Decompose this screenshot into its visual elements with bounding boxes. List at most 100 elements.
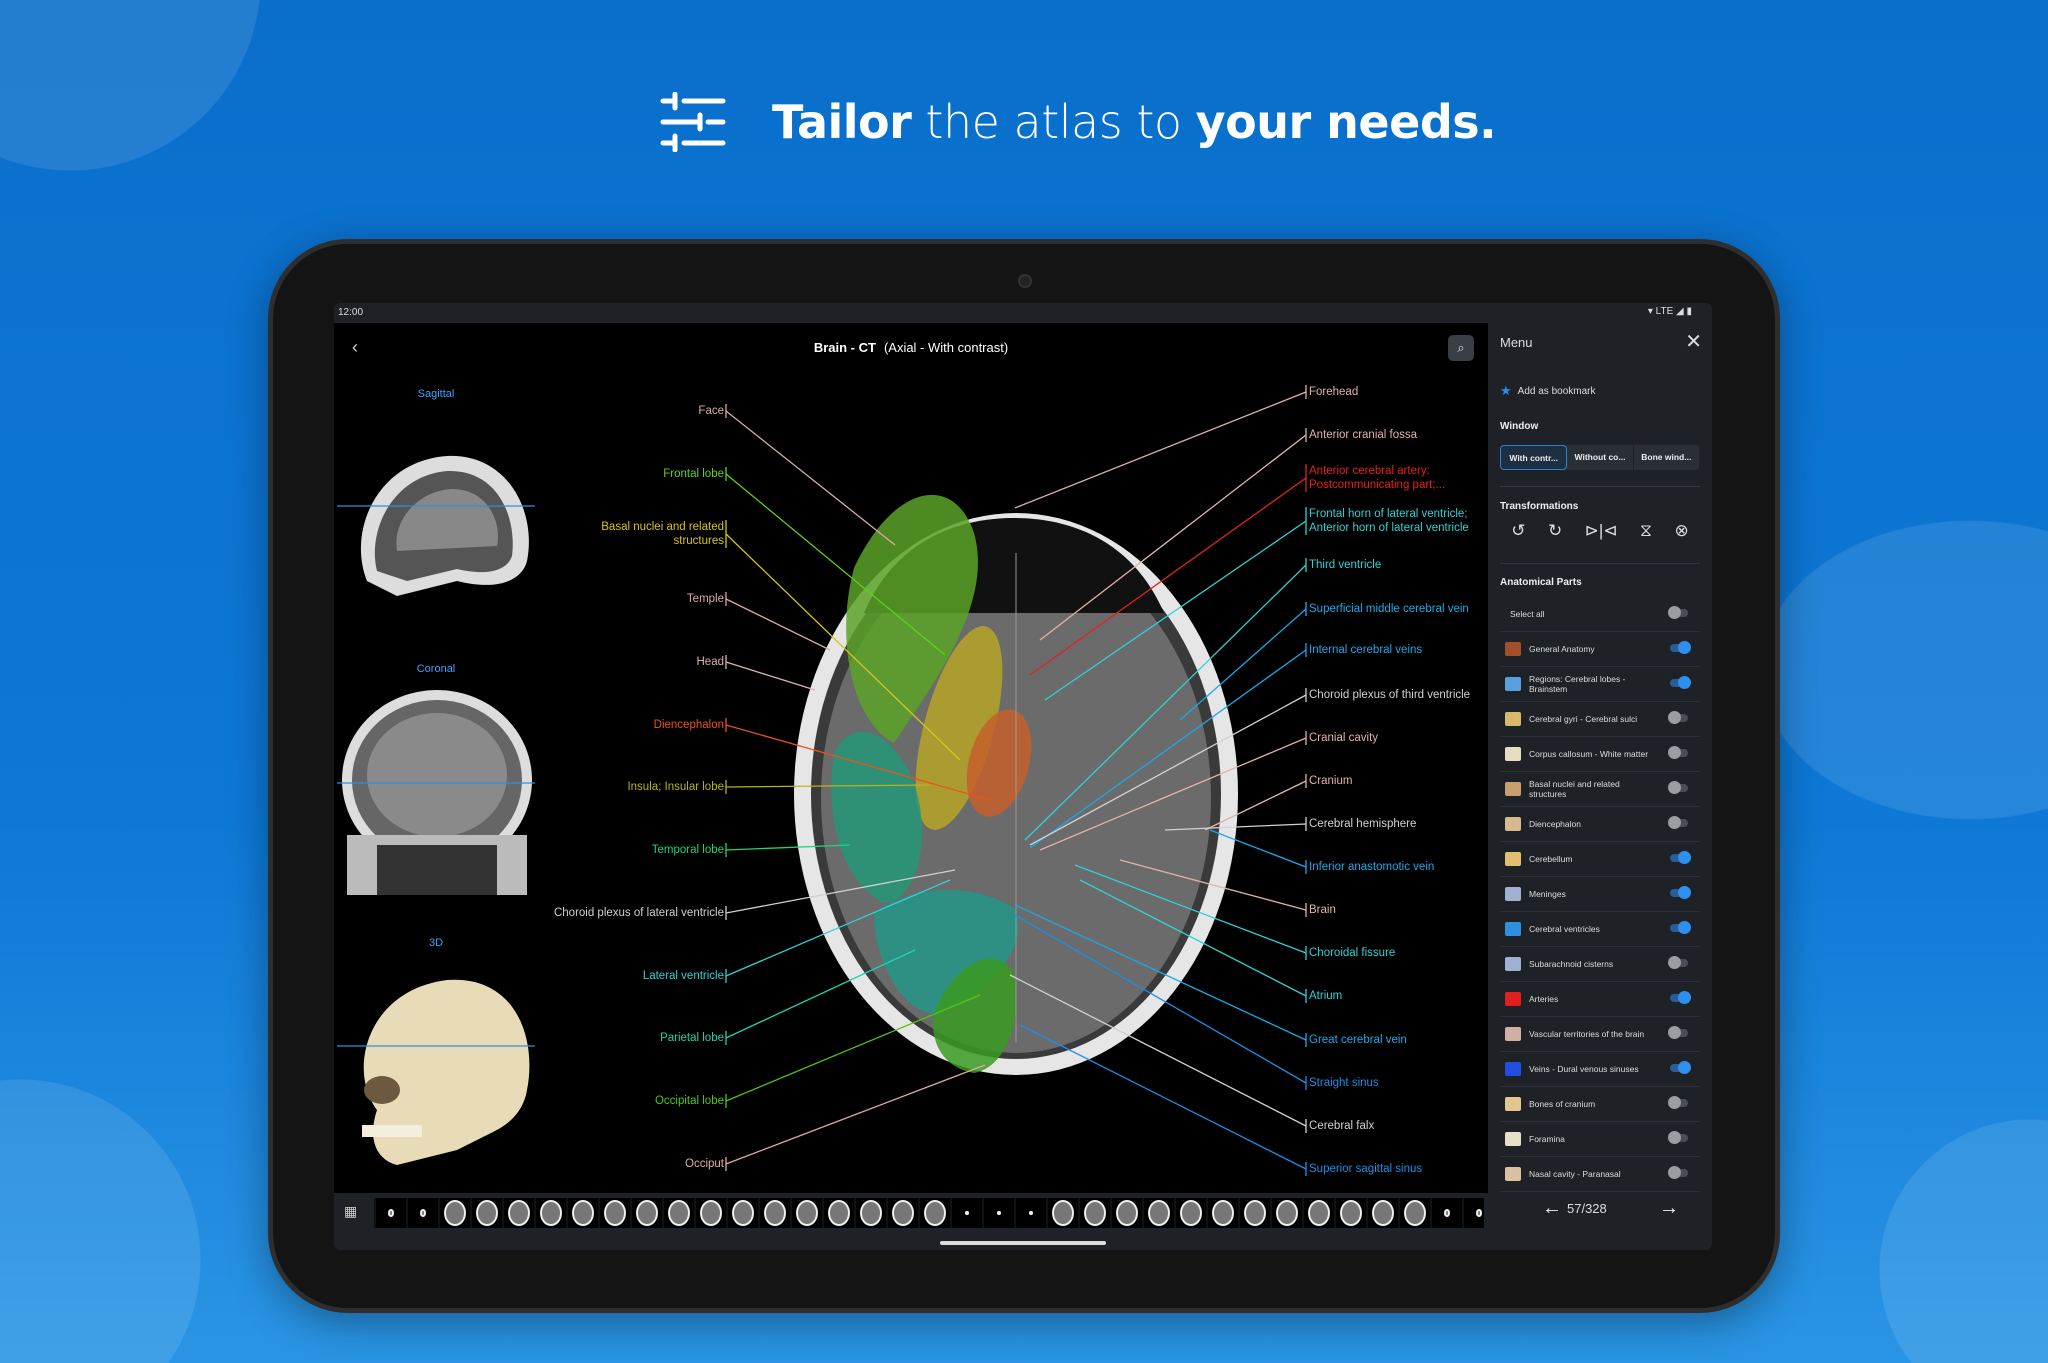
slice-thumbnail[interactable] [632,1198,662,1228]
part-toggle[interactable] [1668,746,1688,759]
slice-thumbnail[interactable] [664,1198,694,1228]
part-toggle[interactable] [1670,991,1691,1004]
anatomical-part-row[interactable]: Regions: Cerebral lobes - Brainstem [1500,667,1700,702]
anatomical-part-row[interactable]: Meninges [1500,877,1700,912]
annotation-label[interactable]: Face [698,405,724,417]
annotation-label[interactable]: Atrium [1309,990,1343,1002]
home-indicator[interactable] [940,1241,1106,1245]
part-toggle[interactable] [1670,1061,1691,1074]
anatomical-part-row[interactable]: Vascular territories of the brain [1500,1017,1700,1052]
part-toggle[interactable] [1670,851,1691,864]
annotation-label[interactable]: Insula; Insular lobe [627,781,724,793]
annotation-label[interactable]: Inferior anastomotic vein [1309,861,1435,873]
flip-horizontal-icon[interactable]: ⊳|⊲ [1584,521,1618,540]
anatomical-part-row[interactable]: Cerebral ventricles [1500,912,1700,947]
reset-icon[interactable]: ⊗ [1674,521,1689,540]
slice-thumbnail[interactable] [760,1198,790,1228]
3d-skull-preview[interactable] [337,960,535,1172]
slice-thumbnail[interactable] [600,1198,630,1228]
annotation-label[interactable]: Frontal horn of lateral ventricle; Anter… [1309,508,1469,534]
slice-thumbnail[interactable] [792,1198,822,1228]
annotation-label[interactable]: Cerebral hemisphere [1309,818,1417,830]
annotation-label[interactable]: Diencephalon [653,719,724,731]
anatomical-part-row[interactable]: Arteries [1500,982,1700,1017]
slice-thumbnail[interactable] [952,1198,982,1228]
rotate-left-icon[interactable]: ↺ [1511,521,1526,540]
annotation-label[interactable]: Parietal lobe [660,1032,724,1044]
annotation-label[interactable]: Temporal lobe [651,844,724,856]
annotation-label[interactable]: Cranial cavity [1309,732,1379,744]
slice-thumbnail[interactable] [1080,1198,1110,1228]
part-toggle[interactable] [1670,676,1691,689]
flip-vertical-icon[interactable]: ⧖ [1640,521,1652,540]
anatomical-part-row[interactable]: Diencephalon [1500,807,1700,842]
slice-thumbnail[interactable] [696,1198,726,1228]
previous-slice-button[interactable]: ← [1542,1197,1562,1219]
slice-thumbnail[interactable] [1144,1198,1174,1228]
slice-thumbnail[interactable] [1272,1198,1302,1228]
annotation-label[interactable]: Cranium [1309,775,1353,787]
anatomical-part-row[interactable]: Nasal cavity - Paranasal [1500,1157,1700,1192]
annotation-label[interactable]: Superior sagittal sinus [1309,1163,1423,1175]
search-button[interactable]: ⌕ [1448,335,1474,361]
anatomical-part-row[interactable]: Cerebellum [1500,842,1700,877]
annotation-label[interactable]: Temple [686,593,724,605]
anatomical-part-row[interactable]: General Anatomy [1500,632,1700,667]
annotation-label[interactable]: Occiput [685,1158,724,1170]
next-slice-button[interactable]: → [1659,1197,1679,1219]
part-toggle[interactable] [1670,641,1691,654]
coronal-preview[interactable] [337,685,535,895]
slice-thumbnail[interactable] [440,1198,470,1228]
slice-thumbnail[interactable] [1208,1198,1238,1228]
part-toggle[interactable] [1668,1096,1688,1109]
annotation-label[interactable]: Superficial middle cerebral vein [1309,603,1469,615]
slice-thumbnail[interactable] [888,1198,918,1228]
annotation-label[interactable]: Third ventricle [1309,559,1382,571]
part-toggle[interactable] [1670,886,1691,899]
annotation-label[interactable]: Lateral ventricle [642,970,724,982]
annotation-label[interactable]: Anterior cranial fossa [1309,429,1418,441]
part-toggle[interactable] [1668,1166,1688,1179]
slice-thumbnail[interactable] [376,1198,406,1228]
grid-icon[interactable]: ▦ [344,1203,358,1219]
annotation-label[interactable]: Basal nuclei and related structures [601,521,724,547]
annotation-label[interactable]: Internal cerebral veins [1309,644,1423,656]
annotation-label[interactable]: Choroid plexus of lateral ventricle [553,907,724,919]
slice-thumbnail[interactable] [1432,1198,1462,1228]
select-all-toggle[interactable] [1668,606,1688,619]
slice-thumbnail[interactable] [1464,1198,1484,1228]
annotation-label[interactable]: Brain [1309,904,1336,916]
select-all-row[interactable]: Select all [1500,597,1700,632]
close-icon[interactable]: ✕ [1685,331,1702,353]
slice-thumbnail[interactable] [408,1198,438,1228]
slice-thumbnail[interactable] [824,1198,854,1228]
annotation-label[interactable]: Choroid plexus of third ventricle [1309,689,1471,701]
slice-thumbnail[interactable] [1016,1198,1046,1228]
part-toggle[interactable] [1668,1131,1688,1144]
axial-ct-image[interactable] [334,323,1488,1193]
window-option-without-contrast[interactable]: Without co... [1567,445,1634,470]
anatomical-part-row[interactable]: Veins - Dural venous sinuses [1500,1052,1700,1087]
part-toggle[interactable] [1668,711,1688,724]
anatomical-part-row[interactable]: Basal nuclei and related structures [1500,772,1700,807]
sagittal-preview[interactable] [337,431,535,603]
annotation-label[interactable]: Anterior cerebral artery: Postcommunicat… [1309,465,1446,491]
slice-thumbnail[interactable] [472,1198,502,1228]
annotation-label[interactable]: Great cerebral vein [1309,1034,1407,1046]
slice-thumbnail[interactable] [856,1198,886,1228]
anatomical-part-row[interactable]: Foramina [1500,1122,1700,1157]
image-viewer[interactable]: ‹ Brain - CT(Axial - With contrast) ⌕ Sa… [334,323,1488,1193]
slice-thumbnail[interactable] [728,1198,758,1228]
annotation-label[interactable]: Choroidal fissure [1309,947,1396,959]
part-toggle[interactable] [1668,781,1688,794]
slice-thumbnail[interactable] [1048,1198,1078,1228]
slice-thumbnail[interactable] [1336,1198,1366,1228]
add-bookmark-button[interactable]: ★Add as bookmark [1500,383,1595,399]
slice-thumbnail[interactable] [1112,1198,1142,1228]
annotation-label[interactable]: Head [696,656,725,668]
anatomical-part-row[interactable]: Cerebral gyri - Cerebral sulci [1500,702,1700,737]
window-option-with-contrast[interactable]: With contr... [1500,445,1568,470]
part-toggle[interactable] [1668,1026,1688,1039]
slice-thumbnail[interactable] [568,1198,598,1228]
window-option-bone[interactable]: Bone wind... [1634,445,1700,470]
